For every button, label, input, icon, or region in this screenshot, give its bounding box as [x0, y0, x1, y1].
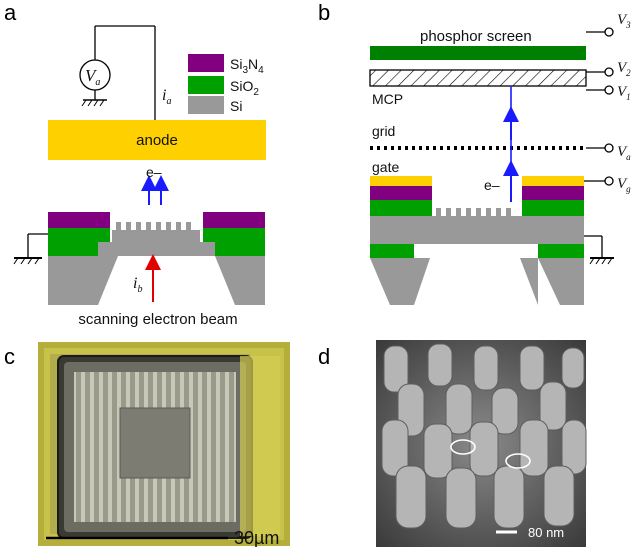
- legend-label-si3n4: Si3N4: [230, 56, 264, 76]
- legend-swatch-sio2: [188, 76, 224, 94]
- anode-plate: [48, 120, 266, 160]
- v3-label: V3: [617, 12, 631, 30]
- legend-swatch-si3n4: [188, 54, 224, 72]
- legend-swatch-si: [188, 96, 224, 114]
- panel-c-image: 30µm: [38, 342, 290, 547]
- anode-label: anode: [136, 132, 178, 149]
- anode-current-label: ia: [162, 87, 171, 107]
- grid-label: grid: [372, 123, 395, 139]
- va-label: Va: [617, 144, 631, 162]
- panel-label-c: c: [4, 344, 15, 369]
- phosphor-screen: [370, 46, 586, 60]
- panel-d-image: 80 nm: [376, 340, 587, 547]
- panel-label-b: b: [318, 0, 330, 25]
- beam-current-label: ib: [133, 275, 142, 295]
- ground-icon: [81, 99, 107, 107]
- mcp-label: MCP: [372, 91, 403, 107]
- panel-label-a: a: [4, 0, 17, 25]
- mcp-plate: [369, 69, 587, 87]
- panel-b: phosphor screen V3 V2 V1 MCP grid Va e– …: [369, 12, 631, 305]
- electron-label-a: e–: [146, 164, 162, 180]
- voltmeter-label: Va: [85, 66, 100, 88]
- panel-label-d: d: [318, 344, 330, 369]
- ground-icon-b: [589, 257, 614, 265]
- v2-label: V2: [617, 60, 631, 78]
- ground-icon-a: [13, 257, 42, 265]
- electron-label-b: e–: [484, 177, 500, 193]
- scale-label-d: 80 nm: [528, 525, 564, 540]
- beam-label: scanning electron beam: [78, 311, 237, 328]
- scale-label-c: 30µm: [234, 528, 279, 547]
- v1-label: V1: [617, 84, 631, 102]
- vg-label: Vg: [617, 176, 631, 194]
- legend-label-si: Si: [230, 98, 242, 114]
- legend-label-sio2: SiO2: [230, 78, 259, 98]
- panel-a: Va ia Si3N4 SiO2 Si anode e–: [13, 25, 266, 328]
- gate-label: gate: [372, 159, 399, 175]
- screen-label: phosphor screen: [420, 28, 532, 45]
